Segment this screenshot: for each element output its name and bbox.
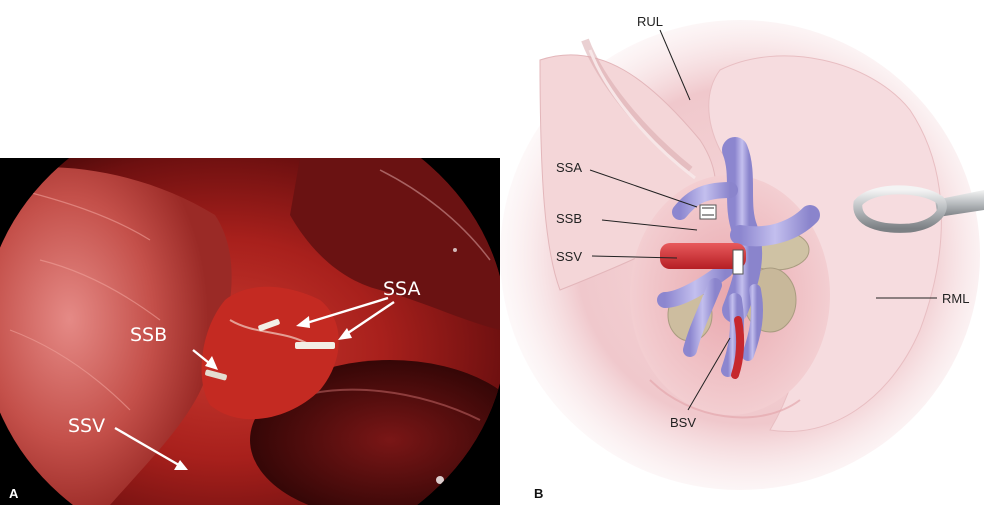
panel-letter-b: B — [534, 486, 543, 501]
leader-ssa — [589, 169, 698, 208]
label-a-ssa: SSA — [383, 278, 420, 300]
leader-ssb — [601, 219, 698, 231]
leader-ssv — [591, 255, 678, 259]
leader-bsv — [687, 337, 731, 411]
label-b-rul: RUL — [637, 14, 663, 29]
arrow-ssa-1 — [299, 296, 389, 327]
label-b-ssv: SSV — [556, 249, 582, 264]
label-a-ssv: SSV — [68, 415, 105, 437]
label-a-ssb: SSB — [130, 324, 167, 346]
label-b-ssa: SSA — [556, 160, 582, 175]
arrow-ssa-2-head — [338, 328, 352, 340]
label-b-ssb: SSB — [556, 211, 582, 226]
label-b-rml: RML — [942, 291, 969, 306]
panel-letter-a: A — [9, 486, 19, 501]
label-b-bsv: BSV — [670, 415, 696, 430]
leader-rul — [659, 29, 691, 101]
arrow-ssb-head — [205, 356, 218, 370]
panel-b-illustration: RUL SSA SSB SSV RML BSV B — [500, 14, 984, 501]
arrow-ssa-1-head — [296, 316, 310, 328]
arrow-ssv — [114, 426, 185, 470]
arrow-ssv-head — [174, 460, 188, 470]
arrow-ssa-2 — [341, 301, 395, 338]
panel-a-photo: SSA SSB SSV A — [0, 158, 500, 505]
